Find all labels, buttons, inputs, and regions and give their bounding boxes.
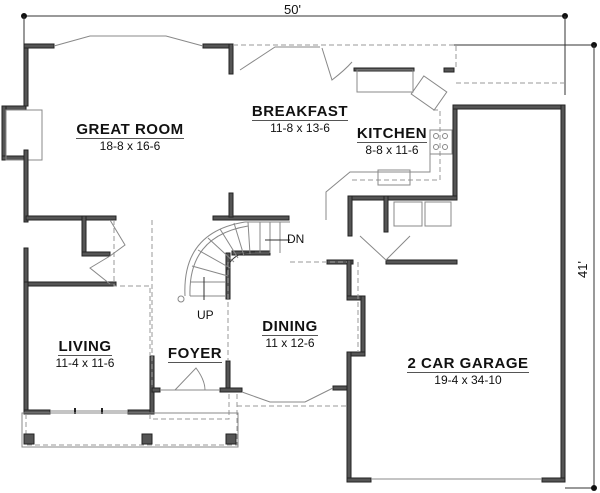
room-name: BREAKFAST [251,103,349,121]
room-garage: 2 CAR GARAGE 19-4 x 34-10 [400,356,536,386]
room-size: 11 x 12-6 [265,336,315,350]
room-name: FOYER [167,345,223,363]
room-size: 18-8 x 16-6 [99,139,161,153]
room-size: 11-4 x 11-6 [55,356,115,370]
room-foyer: FOYER [160,346,230,363]
room-name: 2 CAR GARAGE [407,355,529,373]
room-living: LIVING 11-4 x 11-6 [40,339,130,369]
depth-dimension: 41' [574,261,590,278]
porch [21,412,239,448]
stair-up-label: UP [197,308,214,322]
doors [89,47,411,391]
room-kitchen: KITCHEN 8-8 x 11-6 [352,126,432,156]
room-size: 19-4 x 34-10 [434,373,502,387]
room-name: DINING [262,318,318,336]
room-size: 8-8 x 11-6 [365,143,419,157]
kitchen-fixtures [325,69,453,227]
room-dining: DINING 11 x 12-6 [250,319,330,349]
staircase [177,221,290,303]
room-great-room: GREAT ROOM 18-8 x 16-6 [70,122,190,152]
dashed-lines [25,44,565,446]
width-dimension: 50' [284,2,301,17]
room-name: KITCHEN [356,125,428,143]
windows [53,35,334,403]
room-name: GREAT ROOM [76,121,184,139]
dimension-lines [21,13,597,491]
stair-down-label: DN [287,232,305,246]
room-size: 11-8 x 13-6 [270,121,330,135]
room-breakfast: BREAKFAST 11-8 x 13-6 [248,104,352,134]
room-name: LIVING [58,338,112,356]
